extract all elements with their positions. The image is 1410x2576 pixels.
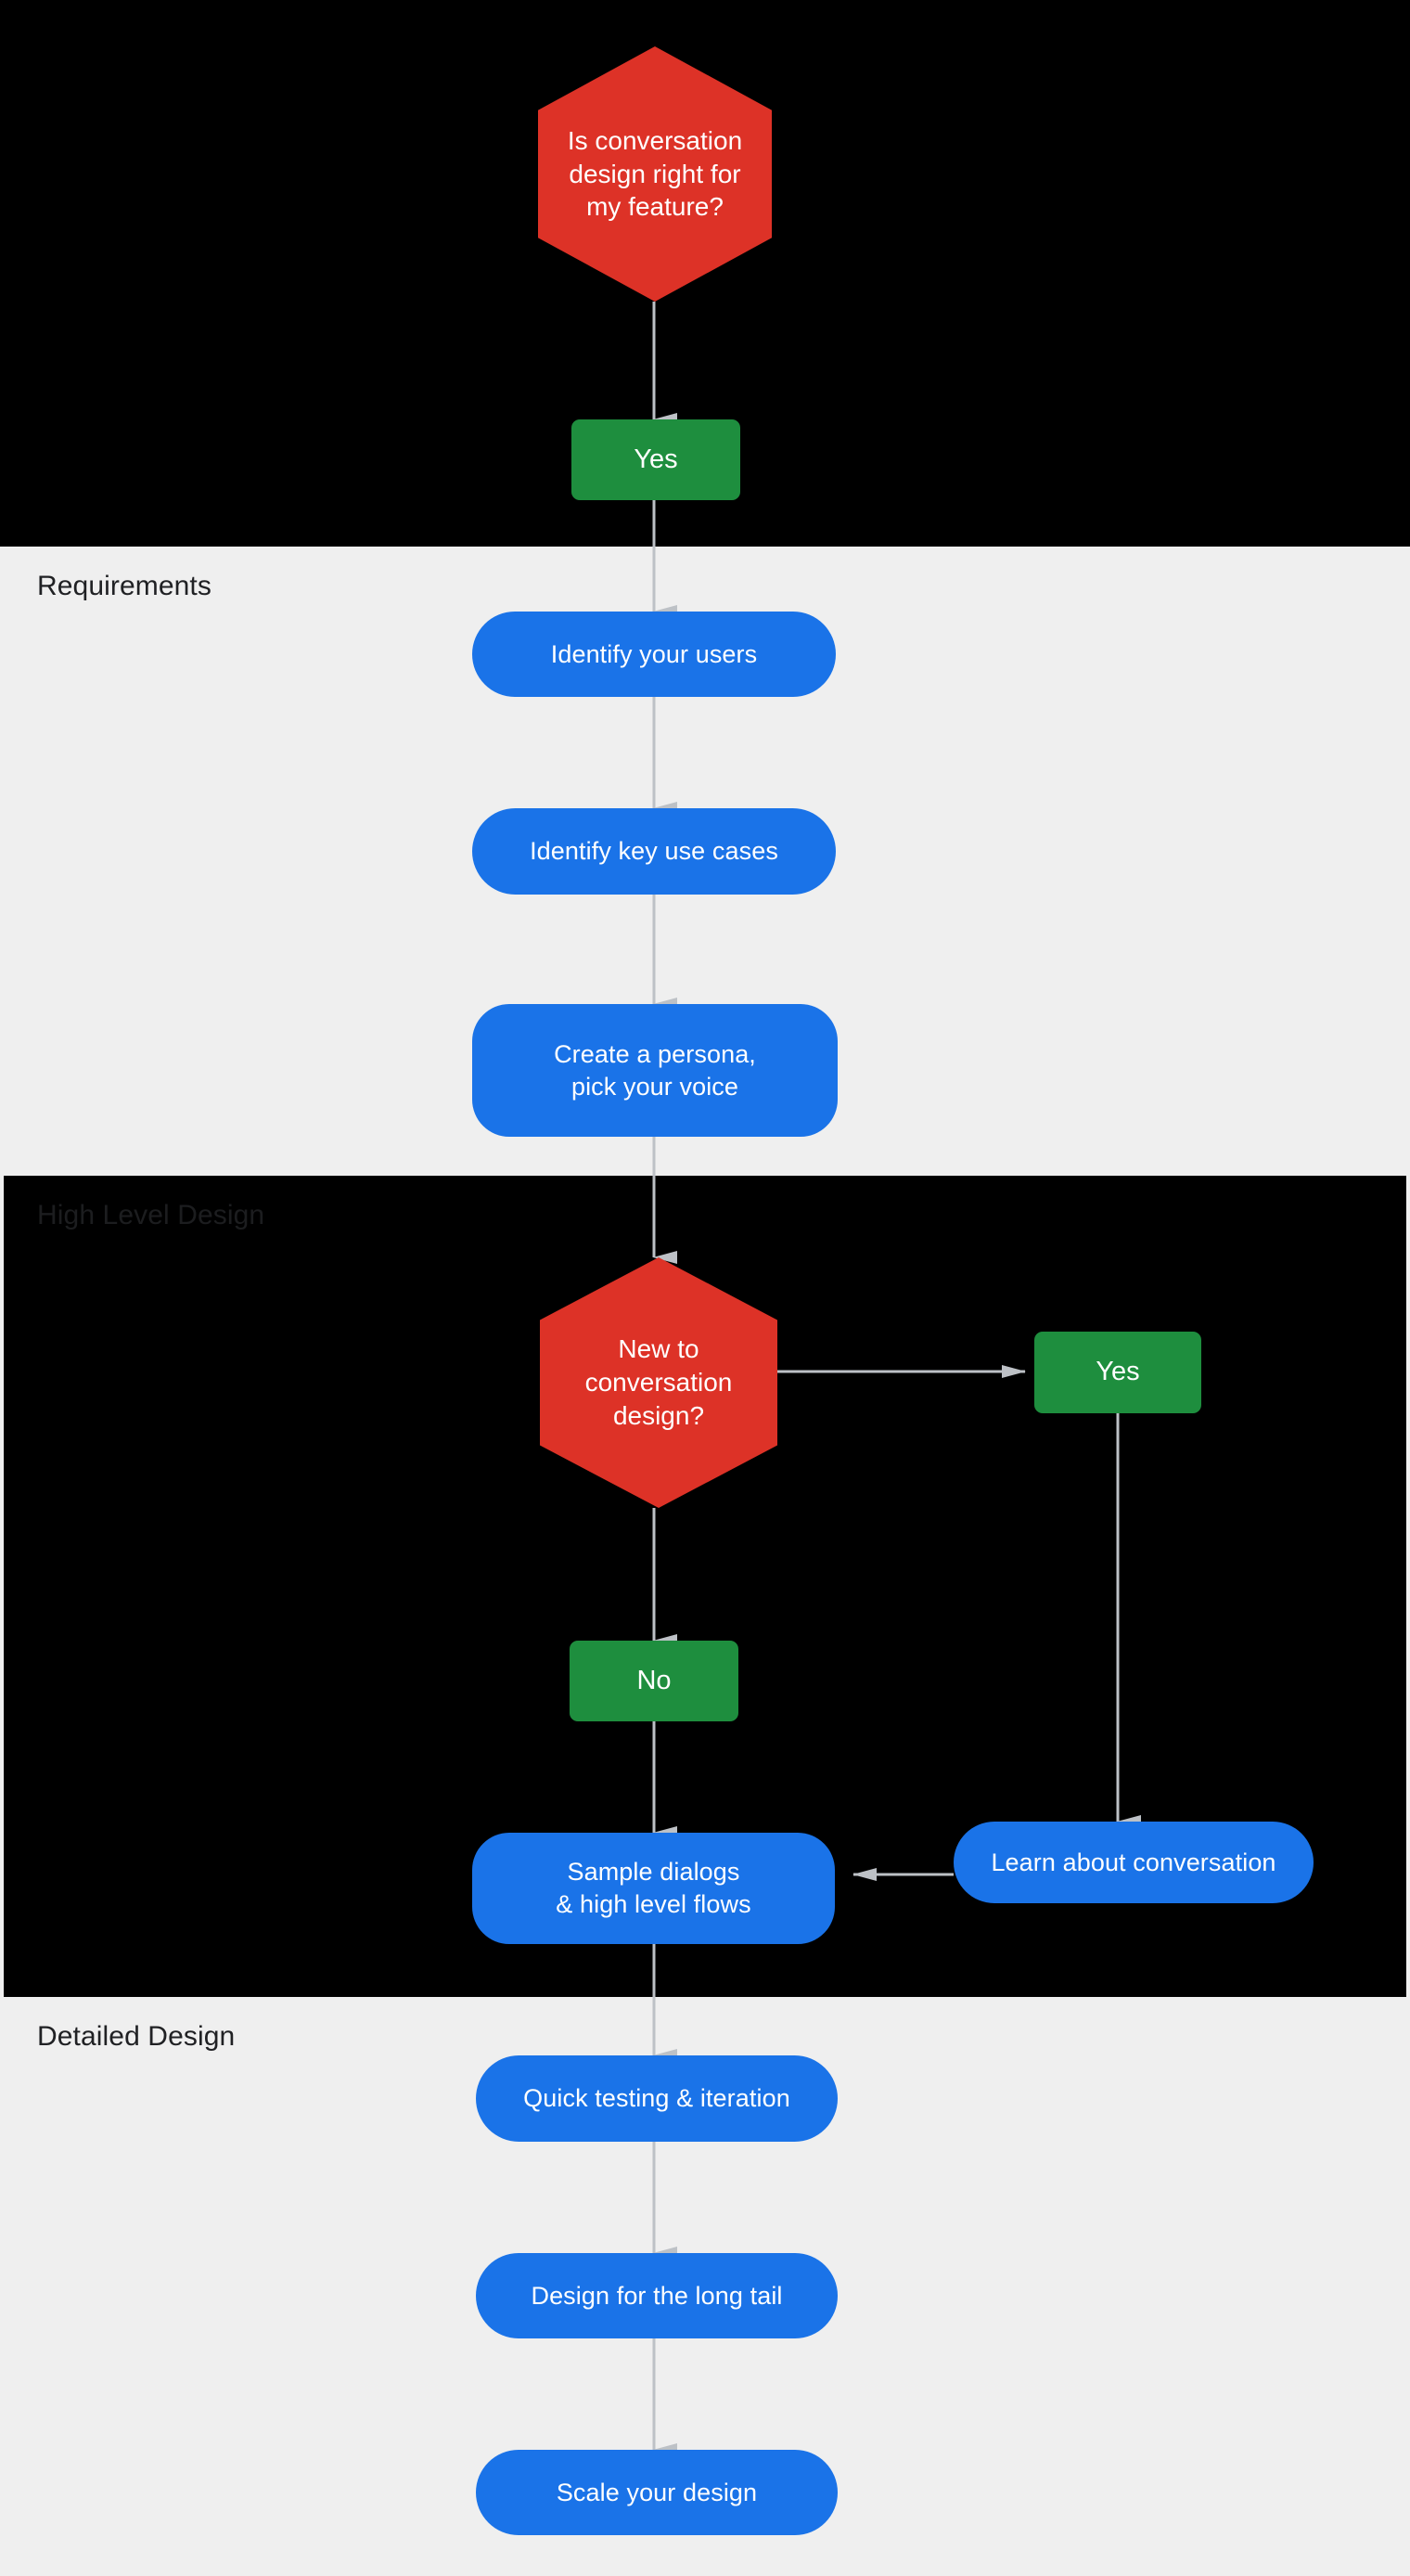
terminator-yes-top[interactable]: Yes <box>571 419 740 500</box>
decision-is-conversation-design-right[interactable]: Is conversation design right for my feat… <box>538 46 772 302</box>
band-label-requirements: Requirements <box>37 571 212 601</box>
action-scale-your-design[interactable]: Scale your design <box>476 2450 838 2535</box>
band-label-high-level-design: High Level Design <box>37 1200 265 1230</box>
action-design-for-long-tail[interactable]: Design for the long tail <box>476 2253 838 2338</box>
action-create-persona-pick-voice[interactable]: Create a persona, pick your voice <box>472 1004 838 1137</box>
terminator-yes-new-to-cd[interactable]: Yes <box>1034 1332 1201 1413</box>
action-identify-your-users[interactable]: Identify your users <box>472 612 836 697</box>
decision-new-to-conversation-design[interactable]: New to conversation design? <box>540 1257 777 1508</box>
action-identify-key-use-cases[interactable]: Identify key use cases <box>472 808 836 895</box>
terminator-no-new-to-cd[interactable]: No <box>570 1641 738 1721</box>
action-learn-about-conversation[interactable]: Learn about conversation <box>954 1822 1314 1903</box>
band-label-detailed-design: Detailed Design <box>37 2021 236 2052</box>
action-sample-dialogs-high-level-flows[interactable]: Sample dialogs & high level flows <box>472 1833 835 1944</box>
action-quick-testing-iteration[interactable]: Quick testing & iteration <box>476 2055 838 2142</box>
